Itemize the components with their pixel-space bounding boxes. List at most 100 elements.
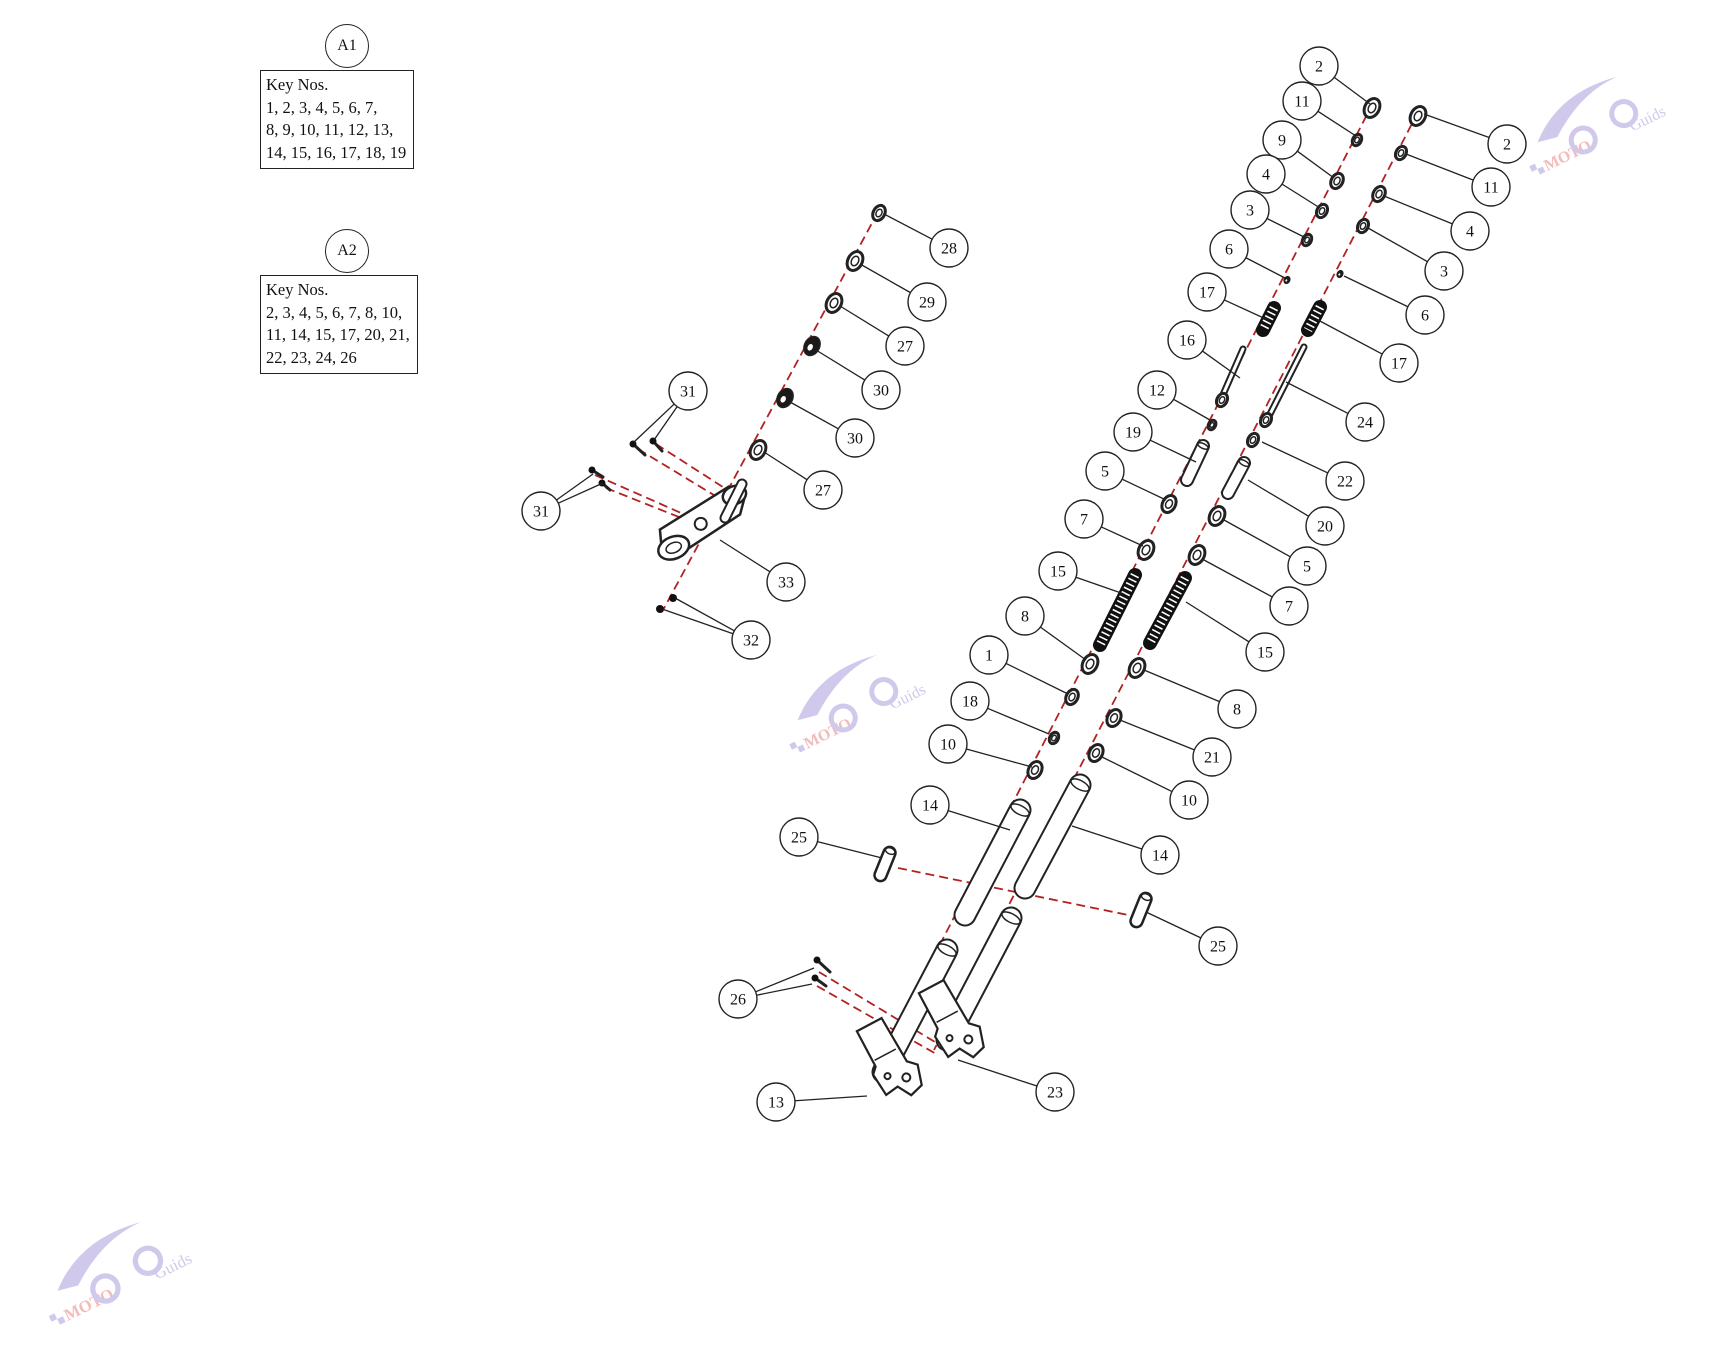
- a2-heading: Key Nos.: [266, 280, 329, 299]
- a2-line-3: 22, 23, 24, 26: [266, 347, 357, 367]
- centerline-9: [816, 985, 939, 1056]
- watermark-brand: MOTO: [801, 715, 854, 752]
- a1-line-3: 14, 15, 16, 17, 18, 19: [266, 142, 407, 162]
- callout-triple-3: 30: [815, 349, 901, 410]
- callout-label: 14: [1152, 848, 1168, 865]
- callout-label: 11: [1483, 180, 1498, 197]
- a1-line-2: 8, 9, 10, 11, 12, 13,: [266, 120, 394, 139]
- callout-right-6: 24: [1285, 381, 1385, 442]
- callout-label: 10: [940, 737, 956, 754]
- assembly-a1-keybox: Key Nos. 1, 2, 3, 4, 5, 6, 7, 8, 9, 10, …: [260, 70, 415, 169]
- callout-label: 26: [730, 992, 746, 1009]
- callout-label: 7: [1080, 512, 1088, 529]
- callout-label: 27: [815, 483, 831, 500]
- part-10-right: [1087, 742, 1105, 764]
- callout-right-10: 7: [1203, 559, 1309, 626]
- callout-label: 17: [1391, 356, 1407, 373]
- callout-triple-1: 29: [859, 263, 947, 322]
- callout-left-11: 7: [1064, 499, 1144, 547]
- callout-label: 8: [1021, 609, 1029, 626]
- part-6-left: [1283, 275, 1291, 285]
- callout-label: 12: [1149, 383, 1165, 400]
- callout-label: 17: [1199, 285, 1215, 302]
- centerline-6: [594, 474, 698, 521]
- callout-label: 10: [1181, 793, 1197, 810]
- callout-label: 3: [1440, 264, 1448, 281]
- callout-triple-6: 31: [633, 371, 708, 443]
- part-25-left: [873, 845, 897, 883]
- assembly-a2-label: A2: [337, 242, 357, 259]
- part-13-slider: [855, 1016, 923, 1097]
- part-27-bottom: [748, 439, 768, 461]
- part-5-left: [1160, 493, 1178, 515]
- callout-label: 5: [1303, 559, 1311, 576]
- callout-triple-9: 32: [661, 597, 771, 660]
- swoosh-icon: [57, 1222, 141, 1291]
- callout-right-9: 5: [1223, 519, 1327, 586]
- part-3-left: [1300, 232, 1314, 248]
- callout-label: 33: [778, 575, 794, 592]
- callout-left-6: 17: [1187, 272, 1269, 321]
- callout-label: 11: [1294, 94, 1309, 111]
- gear-icon: [869, 677, 899, 707]
- callout-right-11: 15: [1185, 601, 1285, 672]
- callout-label: 30: [847, 431, 863, 448]
- gear-icon: [1609, 99, 1639, 129]
- callout-right-7: 22: [1261, 441, 1365, 501]
- centerline-5: [655, 443, 741, 499]
- callout-left-3: 4: [1246, 154, 1321, 209]
- callout-label: 31: [533, 504, 549, 521]
- callout-triple-0: 28: [883, 213, 969, 268]
- flag-icon: [1529, 163, 1538, 172]
- part-27-top: [824, 292, 844, 314]
- callout-left-5: 6: [1209, 229, 1286, 279]
- callout-label: 29: [919, 295, 935, 312]
- part-4-right: [1371, 184, 1387, 204]
- assembly-a1-label: A1: [337, 37, 357, 54]
- part-4-left: [1314, 202, 1330, 220]
- callout-label: 2: [1315, 59, 1323, 76]
- callout-label: 16: [1179, 333, 1195, 350]
- callout-left-8: 12: [1137, 370, 1211, 421]
- callout-triple-7: 31: [521, 473, 604, 531]
- callout-label: 2: [1503, 137, 1511, 154]
- callout-label: 25: [1210, 939, 1226, 956]
- callout-left-2: 9: [1262, 120, 1335, 179]
- gear-icon: [828, 703, 858, 733]
- part-10-left: [1026, 759, 1044, 781]
- callout-left-20: 13: [756, 1082, 868, 1122]
- flag-icon: [48, 1313, 58, 1322]
- callout-right-2: 4: [1383, 195, 1490, 251]
- callout-label: 23: [1047, 1085, 1063, 1102]
- callout-label: 15: [1257, 645, 1273, 662]
- part-30-bottom: [776, 387, 794, 409]
- callout-left-16: 10: [928, 724, 1033, 768]
- callout-label: 6: [1225, 242, 1233, 259]
- centerline-3: [897, 867, 1139, 918]
- callout-right-14: 10: [1099, 755, 1209, 820]
- callout-left-17: 14: [910, 785, 1011, 831]
- callout-label: 14: [922, 798, 938, 815]
- gear-icon: [1568, 125, 1598, 155]
- callout-right-0: 2: [1423, 113, 1527, 164]
- callout-label: 20: [1317, 519, 1333, 536]
- part-11-right: [1393, 144, 1409, 162]
- callout-label: 28: [941, 241, 957, 258]
- part-24-right-head: [1258, 411, 1274, 429]
- callout-left-15: 18: [950, 681, 1050, 735]
- callout-triple-8: 33: [719, 539, 806, 602]
- callout-right-12: 8: [1143, 669, 1257, 729]
- flag-icon: [789, 741, 798, 750]
- callout-right-1: 11: [1405, 153, 1511, 207]
- callout-right-8: 20: [1247, 479, 1345, 546]
- swoosh-icon: [797, 654, 877, 721]
- part-9-left: [1329, 171, 1345, 191]
- part-3-right: [1355, 217, 1371, 235]
- part-6-right: [1336, 269, 1344, 279]
- part-8-right: [1127, 657, 1147, 679]
- callout-right-15: 14: [1071, 825, 1180, 875]
- callout-left-0: 2: [1299, 46, 1371, 105]
- callout-label: 19: [1125, 425, 1141, 442]
